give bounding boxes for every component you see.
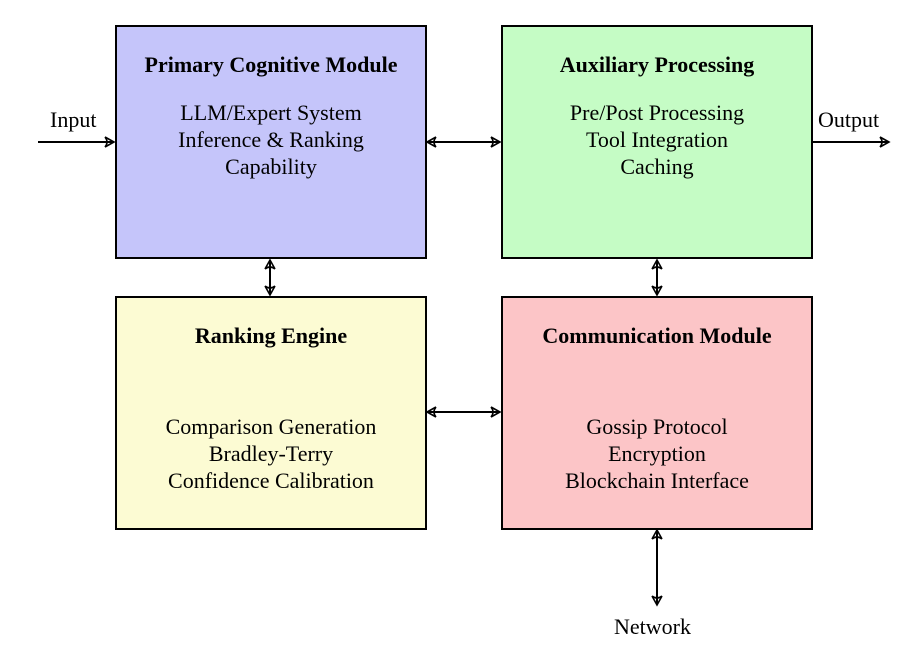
communication-line: Encryption — [608, 441, 706, 466]
auxiliary-processing-block: Auxiliary Processing Pre/Post Processing… — [501, 25, 813, 259]
communication-module-block: Communication Module Gossip Protocol Enc… — [501, 296, 813, 530]
primary-line: Inference & Ranking — [178, 127, 364, 152]
ranking-line: Bradley-Terry — [208, 441, 334, 466]
communication-line: Blockchain Interface — [565, 468, 749, 493]
auxiliary-line: Tool Integration — [585, 127, 729, 152]
auxiliary-processing-title: Auxiliary Processing — [559, 52, 755, 77]
primary-line: LLM/Expert System — [180, 100, 362, 125]
input-label: Input — [50, 107, 97, 132]
primary-line: Capability — [225, 154, 317, 179]
auxiliary-line: Pre/Post Processing — [569, 100, 745, 125]
communication-module-lines: Gossip Protocol Encryption Blockchain In… — [503, 413, 811, 494]
auxiliary-processing-lines: Pre/Post Processing Tool Integration Cac… — [503, 99, 811, 180]
primary-cognitive-module-title: Primary Cognitive Module — [144, 52, 398, 77]
auxiliary-line: Caching — [620, 154, 694, 179]
primary-cognitive-module-lines: LLM/Expert System Inference & Ranking Ca… — [117, 99, 425, 180]
ranking-engine-title: Ranking Engine — [194, 323, 348, 348]
ranking-engine-block: Ranking Engine Comparison Generation Bra… — [115, 296, 427, 530]
ranking-line: Comparison Generation — [165, 414, 377, 439]
communication-line: Gossip Protocol — [586, 414, 728, 439]
communication-module-title: Communication Module — [542, 323, 772, 348]
ranking-engine-lines: Comparison Generation Bradley-Terry Conf… — [117, 413, 425, 494]
ranking-line: Confidence Calibration — [168, 468, 374, 493]
network-label: Network — [614, 614, 691, 639]
output-label: Output — [818, 107, 880, 132]
primary-cognitive-module-block: Primary Cognitive Module LLM/Expert Syst… — [115, 25, 427, 259]
